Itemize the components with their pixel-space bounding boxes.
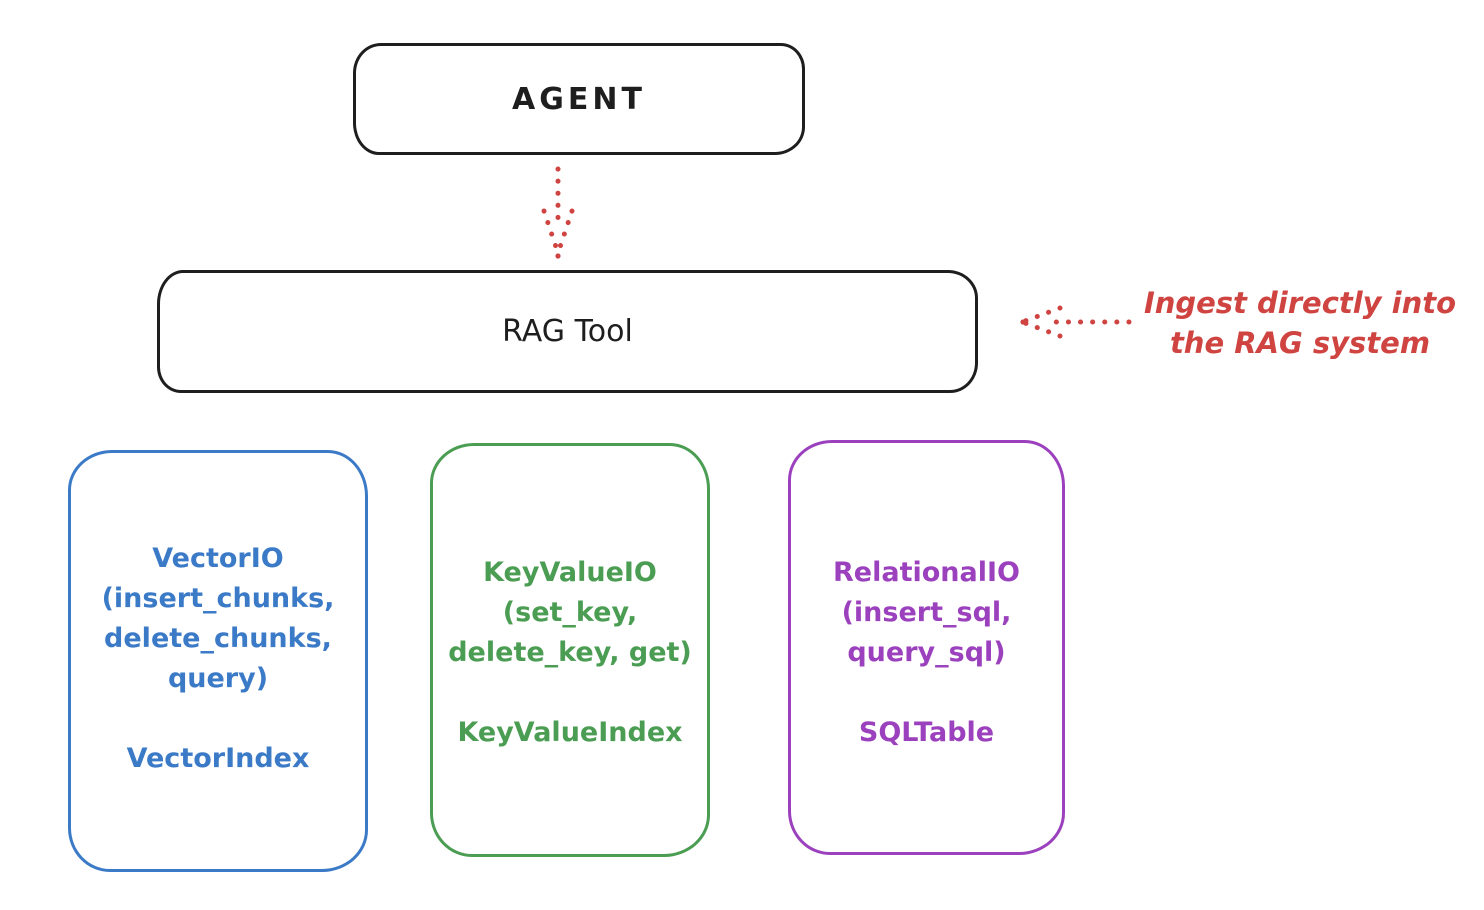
store-title: KeyValueIO — [483, 557, 657, 588]
annotation-line-1: Ingest directly into — [1143, 286, 1457, 320]
store-methods-line: delete_key, get) — [448, 637, 692, 668]
store-methods-line: (set_key, — [502, 597, 638, 628]
spacer — [71, 699, 365, 739]
vector-io-box: VectorIO (insert_chunks, delete_chunks, … — [68, 450, 368, 872]
arrow-left-icon — [1020, 305, 1132, 339]
arrow-down-icon — [541, 166, 575, 259]
store-index-label: SQLTable — [858, 717, 995, 748]
store-index-label: VectorIndex — [126, 743, 310, 774]
store-index-label: KeyValueIndex — [457, 717, 683, 748]
ingest-annotation: Ingest directly into the RAG system — [1135, 283, 1465, 363]
rag-tool-label: RAG Tool — [502, 314, 633, 349]
store-title: VectorIO — [152, 543, 284, 574]
store-methods-line: delete_chunks, — [104, 623, 332, 654]
store-title: RelationalIO — [833, 557, 1020, 588]
rag-tool-box: RAG Tool — [157, 270, 978, 393]
spacer — [791, 673, 1062, 713]
store-methods-line: (insert_chunks, — [101, 583, 335, 614]
agent-box: AGENT — [353, 43, 805, 155]
store-methods-line: (insert_sql, — [841, 597, 1012, 628]
store-methods-line: query) — [167, 663, 269, 694]
agent-label: AGENT — [512, 81, 646, 117]
store-methods-line: query_sql) — [847, 637, 1006, 668]
keyvalue-io-box: KeyValueIO (set_key, delete_key, get) Ke… — [430, 443, 710, 857]
relational-io-box: RelationalIO (insert_sql, query_sql) SQL… — [788, 440, 1065, 855]
annotation-line-2: the RAG system — [1169, 326, 1431, 360]
spacer — [433, 673, 707, 713]
